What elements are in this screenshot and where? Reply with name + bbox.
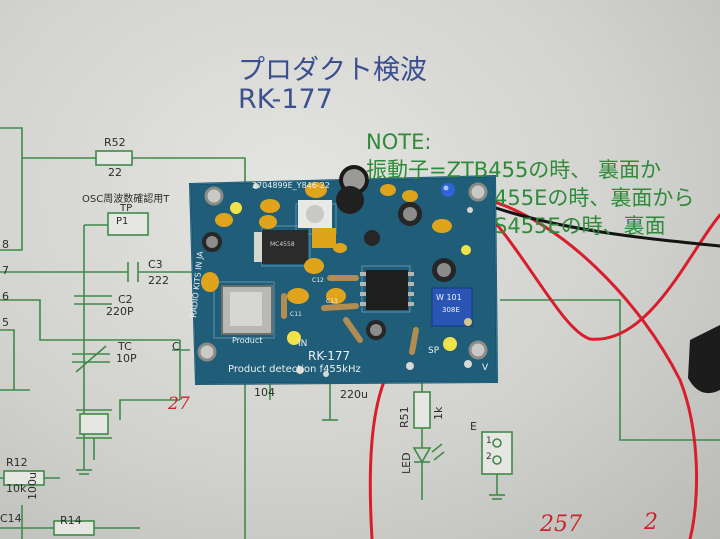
part-c11: C11 (290, 311, 302, 318)
note-line-1: 振動子=ZTB455の時、 裏面か (366, 158, 661, 182)
pad-in-label: IN (298, 339, 307, 349)
label-cap-220u: 220u (340, 388, 368, 401)
label-c14-ref: C14 (0, 512, 22, 525)
trimmer-marking: W 101 (436, 293, 462, 302)
trimmer-code: 308E (442, 306, 460, 314)
label-c14-val: 100u (26, 472, 39, 500)
handwritten-note-1: 27 (168, 394, 190, 414)
note-line-3: S455Eの時、裏面 (494, 214, 666, 238)
handwritten-note-2: 257 (540, 512, 582, 537)
label-r12-val: 10k (6, 482, 27, 495)
label-osc-note: OSC周波数確認用T (82, 194, 170, 205)
note-line-2: 455Eの時、裏面から (494, 186, 695, 210)
label-c2-ref: C2 (118, 293, 133, 306)
pad-sp-label: SP (428, 346, 440, 356)
ic1-marking: MC4558 (270, 241, 295, 248)
label-r51-val: 1k (432, 406, 445, 420)
label-r12-ref: R12 (6, 456, 28, 469)
label-cap-104: 104 (254, 386, 275, 399)
label-e-pin2: 2 (486, 452, 492, 462)
label-e-pin1: 1 (486, 436, 492, 446)
xtal-label: Product (232, 336, 262, 345)
label-c-partial: C (172, 340, 180, 353)
label-c3-ref: C3 (148, 258, 163, 271)
board-subtitle: Product detection f455kHz (228, 364, 361, 375)
edge-num-4: 5 (2, 316, 9, 329)
part-c12: C12 (312, 277, 324, 284)
sheet-title: プロダクト検波 (238, 55, 427, 86)
sheet-subtitle: RK-177 (238, 84, 333, 115)
label-tp-pin: P1 (116, 216, 129, 227)
edge-num-1: 8 (2, 238, 9, 251)
label-r52-val: 22 (108, 166, 122, 179)
board-serial: 2704899E_Y846-22 (252, 181, 330, 190)
label-e: E (470, 420, 477, 433)
note-heading: NOTE: (366, 130, 432, 154)
label-c3-val: 222 (148, 274, 169, 287)
edge-num-3: 6 (2, 290, 9, 303)
handwritten-note-3: 2 (644, 510, 658, 535)
label-led: LED (400, 452, 413, 474)
label-r52-ref: R52 (104, 136, 126, 149)
label-tp: TP (120, 203, 133, 214)
pcb-board (188, 165, 499, 386)
pad-v-label: V (482, 363, 489, 373)
part-c13: C13 (326, 298, 338, 305)
edge-num-2: 7 (2, 264, 9, 277)
label-tc-ref: TC (118, 340, 132, 353)
label-c2-val: 220P (106, 305, 134, 318)
board-model: RK-177 (308, 349, 350, 363)
label-r14-ref: R14 (60, 514, 82, 527)
label-tc-val: 10P (116, 352, 137, 365)
label-r51-ref: R51 (398, 406, 411, 428)
